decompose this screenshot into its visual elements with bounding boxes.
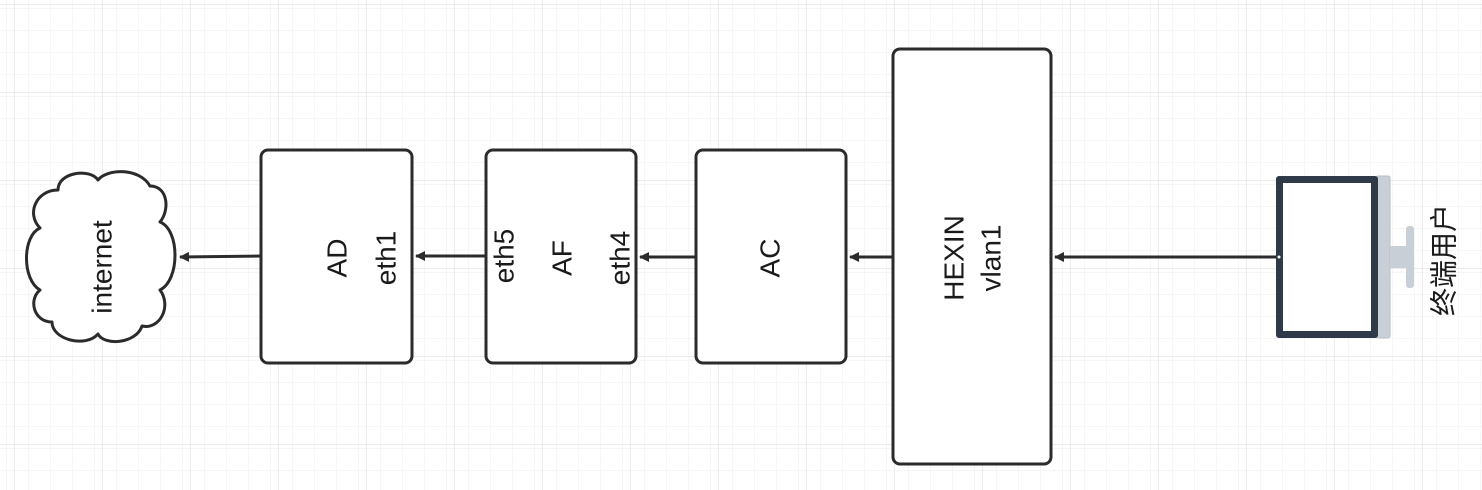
- arrow-ad-to-internet: [179, 251, 262, 262]
- end-user-label: 终端用户: [1429, 204, 1460, 316]
- hexin-device[interactable]: HEXIN vlan1: [891, 47, 1053, 466]
- connectors: [179, 251, 1276, 262]
- monitor-icon: [1276, 175, 1414, 339]
- af-port-eth5: eth5: [489, 229, 520, 284]
- af-box: [484, 148, 638, 365]
- af-port-eth4: eth4: [605, 231, 636, 286]
- ac-device[interactable]: AC: [694, 148, 848, 365]
- hexin-title: HEXIN: [939, 215, 970, 301]
- af-device[interactable]: eth5 AF eth4: [484, 148, 638, 365]
- cloud-icon: [25, 170, 177, 344]
- hexin-port-vlan1: vlan1: [976, 225, 1007, 292]
- end-user[interactable]: 终端用户: [1276, 175, 1460, 339]
- ad-device[interactable]: AD eth1: [259, 148, 414, 365]
- ac-box: [694, 148, 848, 365]
- ad-title: AD: [322, 239, 353, 278]
- hexin-box: [891, 47, 1053, 466]
- internet-cloud[interactable]: internet: [25, 170, 177, 344]
- internet-label: internet: [87, 220, 118, 314]
- ad-box: [259, 148, 414, 365]
- ad-port-eth1: eth1: [371, 231, 402, 286]
- ac-title: AC: [755, 239, 786, 278]
- af-title: AF: [547, 240, 578, 276]
